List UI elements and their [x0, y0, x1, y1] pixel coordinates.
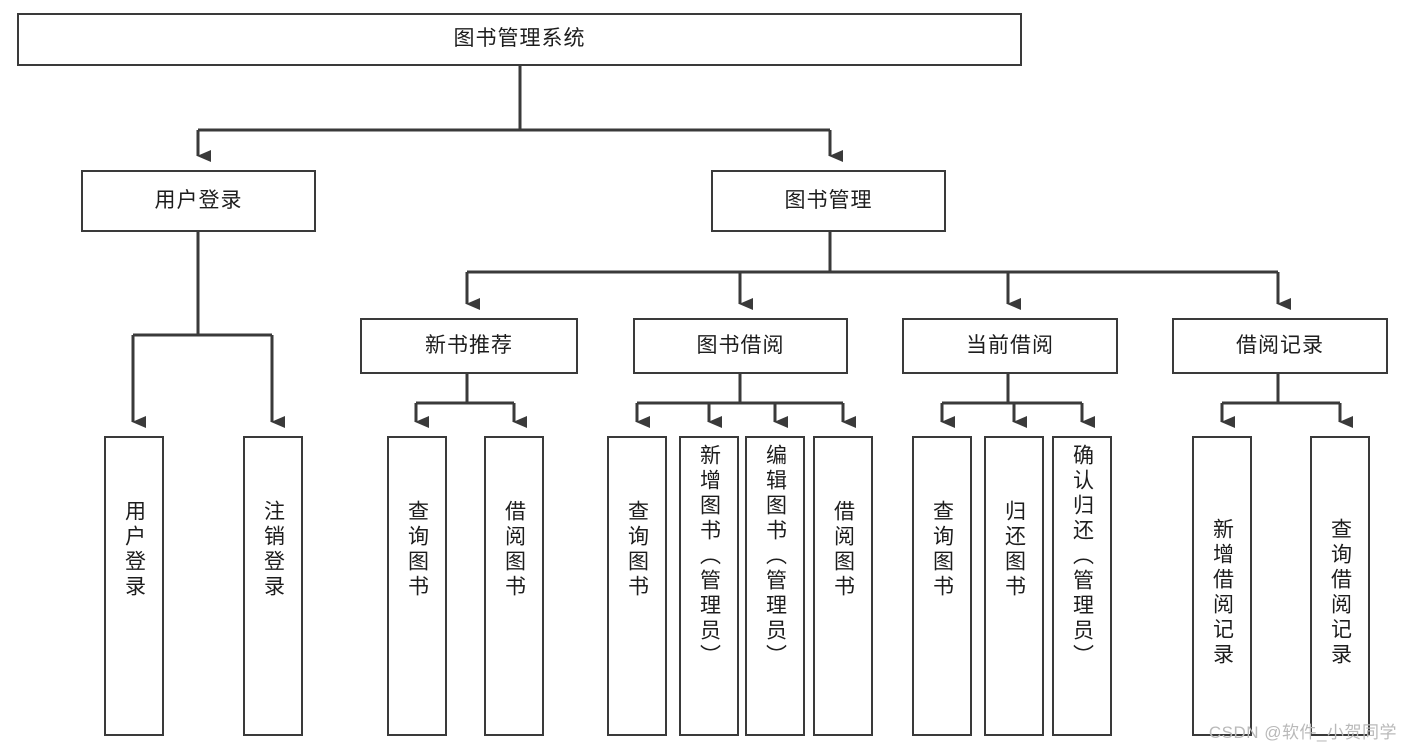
- node-leaf-borrow-book-1[interactable]: 借阅图书: [484, 436, 544, 736]
- node-leaf-query-book-1[interactable]: 查询图书: [387, 436, 447, 736]
- node-leaf-user-logout[interactable]: 注销登录: [243, 436, 303, 736]
- node-leaf-query-record[interactable]: 查询借阅记录: [1310, 436, 1370, 736]
- node-user-login-label: 用户登录: [154, 188, 243, 212]
- node-user-login[interactable]: 用户登录: [81, 170, 316, 232]
- node-leaf-query-book-2[interactable]: 查询图书: [607, 436, 667, 736]
- node-leaf-edit-book-label: 编辑图书（管理员）: [763, 444, 787, 669]
- csdn-watermark: CSDN @软件_小贺同学: [1208, 723, 1397, 742]
- node-leaf-confirm-return[interactable]: 确认归还（管理员）: [1052, 436, 1112, 736]
- node-root-label: 图书管理系统: [453, 27, 586, 51]
- node-leaf-query-book-3-label: 查询图书: [930, 500, 954, 600]
- node-leaf-add-record-label: 新增借阅记录: [1210, 518, 1234, 668]
- node-book-borrow[interactable]: 图书借阅: [633, 318, 848, 374]
- node-borrow-record[interactable]: 借阅记录: [1172, 318, 1388, 374]
- node-leaf-borrow-book-1-label: 借阅图书: [502, 500, 526, 600]
- node-leaf-return-book[interactable]: 归还图书: [984, 436, 1044, 736]
- node-leaf-query-book-3[interactable]: 查询图书: [912, 436, 972, 736]
- node-book-manage-label: 图书管理: [784, 188, 873, 212]
- node-leaf-query-book-2-label: 查询图书: [625, 500, 649, 600]
- node-leaf-confirm-return-label: 确认归还（管理员）: [1070, 444, 1094, 669]
- node-leaf-user-login[interactable]: 用户登录: [104, 436, 164, 736]
- node-leaf-borrow-book-2[interactable]: 借阅图书: [813, 436, 873, 736]
- node-leaf-user-logout-label: 注销登录: [261, 500, 285, 600]
- node-leaf-query-record-label: 查询借阅记录: [1328, 518, 1352, 668]
- node-new-book-recommend[interactable]: 新书推荐: [360, 318, 578, 374]
- node-current-borrow-label: 当前借阅: [966, 333, 1054, 357]
- node-new-book-recommend-label: 新书推荐: [425, 333, 513, 357]
- node-leaf-add-book-label: 新增图书（管理员）: [697, 444, 721, 669]
- node-borrow-record-label: 借阅记录: [1236, 333, 1324, 357]
- node-leaf-add-record[interactable]: 新增借阅记录: [1192, 436, 1252, 736]
- node-book-borrow-label: 图书借阅: [696, 333, 785, 357]
- node-leaf-borrow-book-2-label: 借阅图书: [831, 500, 855, 600]
- node-book-manage[interactable]: 图书管理: [711, 170, 946, 232]
- node-current-borrow[interactable]: 当前借阅: [902, 318, 1118, 374]
- node-leaf-edit-book[interactable]: 编辑图书（管理员）: [745, 436, 805, 736]
- node-leaf-user-login-label: 用户登录: [122, 500, 146, 600]
- node-leaf-add-book[interactable]: 新增图书（管理员）: [679, 436, 739, 736]
- node-root[interactable]: 图书管理系统: [17, 13, 1022, 66]
- node-leaf-query-book-1-label: 查询图书: [405, 500, 429, 600]
- node-leaf-return-book-label: 归还图书: [1002, 500, 1026, 600]
